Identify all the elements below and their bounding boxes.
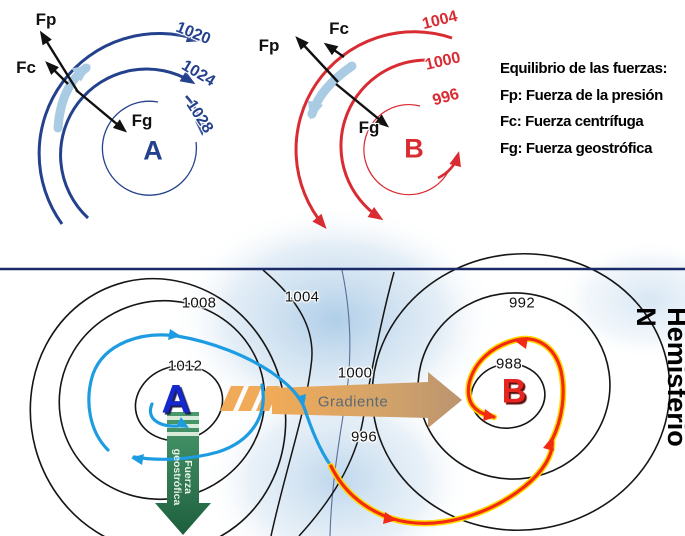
- anticyclone-streamline: [87, 333, 333, 468]
- legend-title: Equilibrio de las fuerzas:: [500, 60, 668, 77]
- map-isobar-label-988: 988: [496, 355, 522, 373]
- isobar-996-line: [298, 271, 395, 536]
- isobar-arc-1028: [101, 100, 198, 196]
- isobar-outer-A: [29, 277, 287, 536]
- map-background: [170, 205, 685, 536]
- geostrophic-label-line2: geostrófica: [171, 448, 183, 506]
- force-arrow-fg: [335, 83, 390, 128]
- gradient-dash: [238, 386, 262, 411]
- map-isobar-label-1004: 1004: [284, 288, 320, 306]
- gradient-arrow-body: [272, 372, 462, 428]
- force-label-fp: Fp: [35, 10, 57, 29]
- legend-line-fc: Fc: Fuerza centrífuga: [500, 113, 644, 130]
- pressure-center-a: A: [143, 135, 163, 166]
- map-high-center-a: A: [161, 377, 191, 422]
- red-arrowheads: [383, 337, 554, 524]
- red-arrowhead: [383, 512, 397, 524]
- force-label-fp: Fp: [258, 36, 280, 55]
- force-label-fc: Fc: [329, 19, 349, 38]
- forces-legend: Equilibrio de las fuerzas: Fp: Fuerza de…: [500, 56, 668, 162]
- pressure-center-b: B: [404, 133, 424, 164]
- force-arrow-fc: [323, 42, 345, 58]
- cyan-arrowhead: [168, 329, 181, 340]
- rotation-direction-arrow: [307, 61, 357, 120]
- cyan-arrowhead: [131, 454, 144, 465]
- map-isobar-label-1012: 1012: [167, 357, 203, 375]
- map-isobar-label-996: 996: [351, 428, 377, 446]
- map-isobar-label-992: 992: [509, 294, 535, 312]
- rotation-direction-arrow: [53, 63, 91, 133]
- force-label-fc: Fc: [16, 58, 36, 77]
- cyan-arrowhead: [176, 417, 189, 428]
- anticyclone-spiral-diagram: [37, 30, 208, 225]
- isobar-arc-1004: [294, 30, 453, 230]
- force-label-fg: Fg: [358, 118, 380, 137]
- isobar-arc-1028-arrow: [185, 95, 208, 136]
- force-arrow-fg: [75, 89, 128, 133]
- gradient-arrow-label: Gradiente: [317, 393, 389, 411]
- cyan-arrowheads: [131, 329, 306, 465]
- arrow-stripe: [167, 416, 199, 420]
- isobar-1004-line: [262, 269, 313, 536]
- isobar-arc-1024: [59, 67, 196, 220]
- gradient-dash: [220, 386, 244, 411]
- isobar-arc-996: [363, 103, 451, 196]
- force-arrow-fp: [39, 30, 80, 93]
- cyclone-streamline: [327, 335, 567, 527]
- streamline-inner: [148, 402, 180, 428]
- geostrophic-label-line1: Fuerza: [182, 460, 194, 494]
- force-arrow-fp: [295, 36, 339, 83]
- red-arrowhead: [483, 409, 496, 421]
- arrow-stripe: [167, 432, 199, 436]
- streamline-top: [87, 333, 179, 452]
- legend-line-fp: Fp: Fuerza de la presión: [500, 86, 663, 104]
- force-label-fg: Fg: [131, 111, 153, 130]
- isobar-arc-996-arrow: [437, 151, 461, 180]
- hemisphere-label: Hemisferio N: [631, 307, 685, 447]
- red-arrowhead: [515, 337, 528, 349]
- streamline-connector: [302, 405, 333, 468]
- isobar-arc-1020: [37, 30, 202, 225]
- streamline-bottom: [132, 383, 265, 461]
- geostrophic-arrow-body: [155, 412, 211, 535]
- legend-line-fg: Fg: Fuerza geostrófica: [500, 139, 653, 157]
- cyan-arrowhead: [296, 394, 306, 407]
- geostrophic-arrow-label: Fuerza geostrófica: [171, 448, 194, 506]
- map-low-center-b: B: [501, 372, 527, 411]
- red-arrowhead: [543, 437, 554, 451]
- force-arrow-fc: [45, 61, 69, 85]
- cyclone-spiral-diagram: [294, 30, 461, 230]
- map-isobar-label-1000: 1000: [337, 364, 373, 382]
- streamline-out: [175, 334, 306, 409]
- isobar-arc-1000: [339, 58, 431, 221]
- map-isobar-label-1008: 1008: [181, 294, 217, 312]
